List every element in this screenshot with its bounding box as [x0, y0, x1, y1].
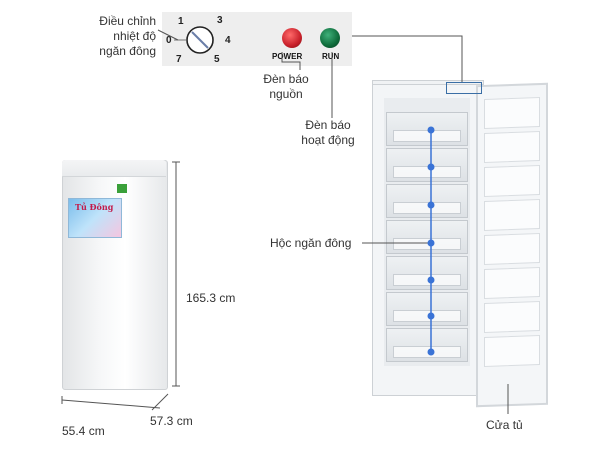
- dial-number: 0: [166, 35, 172, 46]
- temp-control-callout: Điều chỉnh nhiệt độ ngăn đông: [60, 14, 156, 59]
- run-label: RUN: [322, 52, 340, 61]
- power-led-icon: [282, 28, 302, 48]
- dial-number: 3: [217, 15, 223, 26]
- height-dimension: 165.3 cm: [186, 291, 236, 305]
- freezer-drawer: [386, 112, 468, 146]
- freezer-drawer: [386, 184, 468, 218]
- power-light-line2: nguồn: [269, 87, 303, 101]
- dial-number: 7: [176, 54, 182, 65]
- run-light-line2: hoạt động: [301, 133, 355, 147]
- sticker-title: Tủ Đông: [75, 202, 114, 212]
- power-light-line1: Đèn báo: [263, 72, 309, 86]
- mini-control-panel-icon: [446, 82, 482, 94]
- power-light-callout: Đèn báo nguồn: [256, 72, 316, 102]
- freezer-drawer: [386, 292, 468, 326]
- depth-dimension: 57.3 cm: [150, 414, 193, 428]
- run-led-icon: [320, 28, 340, 48]
- temp-control-line2: nhiệt độ: [113, 29, 156, 43]
- thermostat-dial-icon: [174, 26, 214, 54]
- control-panel: 1 3 0 4 7 5 POWER RUN: [162, 12, 352, 66]
- product-sticker: Tủ Đông: [68, 198, 122, 238]
- power-label: POWER: [272, 52, 303, 61]
- run-light-line1: Đèn báo: [305, 118, 351, 132]
- drawers-callout: Hộc ngăn đông: [270, 236, 352, 250]
- dial-number: 4: [225, 35, 231, 46]
- dial-number: 5: [214, 54, 220, 65]
- width-dimension: 55.4 cm: [62, 424, 105, 438]
- freezer-drawer: [386, 220, 468, 254]
- freezer-drawer: [386, 256, 468, 290]
- run-light-callout: Đèn báo hoạt động: [288, 118, 368, 148]
- closed-freezer: [62, 160, 168, 390]
- open-door: [476, 82, 548, 408]
- energy-badge-icon: [117, 184, 127, 193]
- door-callout: Cửa tủ: [486, 418, 523, 432]
- closed-freezer-top: [62, 160, 166, 177]
- temp-control-line1: Điều chỉnh: [99, 14, 156, 28]
- freezer-drawer: [386, 328, 468, 362]
- freezer-drawer: [386, 148, 468, 182]
- temp-control-line3: ngăn đông: [99, 44, 156, 58]
- dial-number: 1: [178, 16, 184, 27]
